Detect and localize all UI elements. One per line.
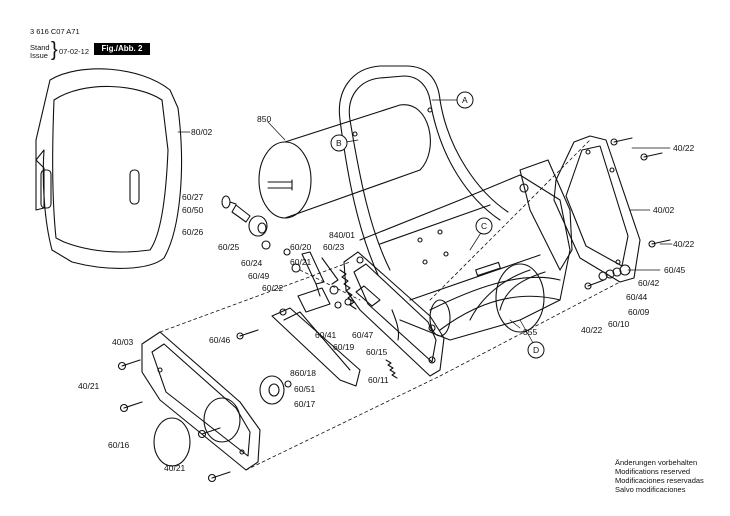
part-60-26: 60/26 xyxy=(182,227,204,237)
grass-catcher-cover xyxy=(35,68,183,269)
callout-d-circle xyxy=(527,341,545,359)
issue-label: Issue xyxy=(30,51,48,60)
part-60-25: 60/25 xyxy=(218,242,240,252)
part-60-15: 60/15 xyxy=(366,347,388,357)
part-60-46: 60/46 xyxy=(209,335,231,345)
figure-label: Fig./Abb. 2 xyxy=(94,43,150,55)
footer-note-fr: Modificaciones reservadas xyxy=(615,476,704,485)
right-screws xyxy=(584,137,671,290)
part-60-10: 60/10 xyxy=(608,319,630,329)
footer-note-en: Modifications reserved xyxy=(615,467,691,476)
part-40-03: 40/03 xyxy=(112,337,134,347)
part-40-02-right: 40/02 xyxy=(653,205,675,215)
part-855: 855 xyxy=(523,327,537,337)
stand-label: Stand xyxy=(30,43,50,52)
part-60-41: 60/41 xyxy=(315,330,337,340)
left-screws xyxy=(117,329,259,483)
issue-date: 07-02-12 xyxy=(59,47,90,56)
part-40-22-mid: 40/22 xyxy=(673,239,695,249)
footer-note-es: Salvo modificaciones xyxy=(615,485,686,494)
part-60-24: 60/24 xyxy=(241,258,263,268)
part-40-21-upper: 40/21 xyxy=(78,381,100,391)
part-60-44: 60/44 xyxy=(626,292,648,302)
callout-c: C xyxy=(481,221,487,231)
part-60-09: 60/09 xyxy=(628,307,650,317)
part-60-49: 60/49 xyxy=(248,271,270,281)
callout-a-circle xyxy=(456,91,474,109)
left-end-plate xyxy=(141,331,261,471)
part-60-17: 60/17 xyxy=(294,399,316,409)
part-60-11: 60/11 xyxy=(368,375,389,385)
document-number: 3 616 C07 A71 xyxy=(30,27,80,36)
callout-c-circle xyxy=(475,217,493,235)
part-60-22: 60/22 xyxy=(262,283,284,293)
callout-a: A xyxy=(462,95,468,105)
part-850: 850 xyxy=(257,114,271,124)
height-adjust-parts xyxy=(221,195,352,313)
part-840-01: 840/01 xyxy=(329,230,355,240)
springs xyxy=(339,269,400,379)
handle-bar xyxy=(338,65,509,276)
part-80-02: 80/02 xyxy=(191,127,213,137)
part-60-42: 60/42 xyxy=(638,278,660,288)
right-side-plate xyxy=(519,135,641,283)
part-60-20: 60/20 xyxy=(290,242,312,252)
part-40-21-lower: 40/21 xyxy=(164,463,186,473)
footer-note-de: Änderungen vorbehalten xyxy=(615,458,698,467)
brace-glyph: } xyxy=(51,39,58,61)
washer-disc xyxy=(259,375,285,405)
part-40-22-low: 40/22 xyxy=(581,325,603,335)
part-60-51: 60/51 xyxy=(294,384,316,394)
part-60-16: 60/16 xyxy=(108,440,130,450)
callout-d: D xyxy=(533,345,539,355)
mower-housing xyxy=(359,174,571,341)
part-60-19: 60/19 xyxy=(333,342,355,352)
assembly-lines xyxy=(159,139,621,471)
end-cap xyxy=(153,417,191,467)
part-60-21: 60/21 xyxy=(290,257,312,267)
callout-b: B xyxy=(336,138,342,148)
callout-b-circle xyxy=(330,134,348,152)
leader-lines xyxy=(177,99,673,349)
part-60-23: 60/23 xyxy=(323,242,345,252)
part-60-47: 60/47 xyxy=(352,330,374,340)
right-bearing-parts xyxy=(598,264,631,281)
part-860-18: 860/18 xyxy=(290,368,316,378)
part-40-22-top: 40/22 xyxy=(673,143,695,153)
part-60-45: 60/45 xyxy=(664,265,686,275)
height-rail xyxy=(271,307,361,387)
part-60-27: 60/27 xyxy=(182,192,204,202)
small-washer xyxy=(284,380,292,388)
roller-drum xyxy=(258,104,431,219)
part-60-50: 60/50 xyxy=(182,205,204,215)
